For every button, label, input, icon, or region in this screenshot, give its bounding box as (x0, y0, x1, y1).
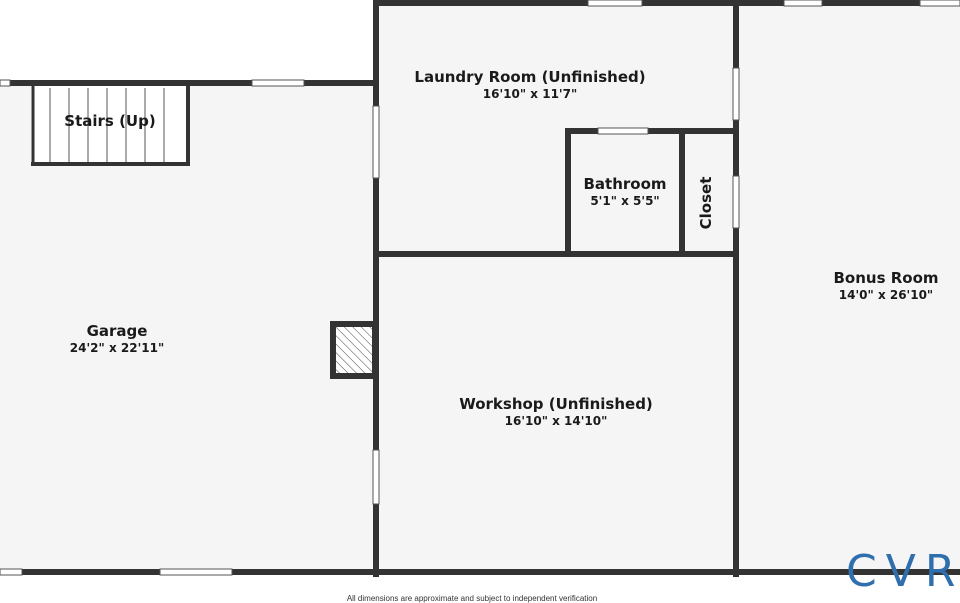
stairs-symbol (31, 84, 190, 166)
workshop-dims: 16'10" x 14'10" (504, 414, 608, 428)
garage-name: Garage (86, 322, 148, 340)
garage-dims: 24'2" x 22'11" (69, 341, 165, 355)
windows (0, 0, 960, 576)
garage-label: Garage 24'2" x 22'11" (70, 322, 164, 356)
window (0, 568, 23, 576)
bathroom-label: Bathroom 5'1" x 5'5" (583, 175, 666, 209)
laundry-room-label: Laundry Room (Unfinished) 16'10" x 11'7" (414, 68, 645, 102)
window (0, 79, 11, 87)
chimney-hatch (330, 321, 374, 379)
window (919, 0, 960, 7)
window (783, 0, 823, 7)
cvr-logo: CVR (846, 546, 960, 597)
window (597, 127, 649, 135)
workshop-floor (378, 254, 736, 572)
bathroom-dims: 5'1" x 5'5" (590, 194, 660, 208)
garage-floor (0, 86, 378, 572)
laundry-room-name: Laundry Room (Unfinished) (414, 68, 646, 86)
window (372, 449, 380, 505)
bonus-room-dims: 14'0" x 26'10" (838, 288, 934, 302)
window (587, 0, 643, 7)
window (251, 79, 305, 87)
window (732, 67, 740, 121)
laundry-room-dims: 16'10" x 11'7" (482, 87, 578, 101)
bonus-room-label: Bonus Room 14'0" x 26'10" (833, 269, 938, 303)
bonus-room-floor (736, 6, 960, 572)
window (159, 568, 233, 576)
walls (0, 0, 960, 577)
stairs-name: Stairs (Up) (64, 112, 156, 130)
workshop-name: Workshop (Unfinished) (459, 395, 653, 413)
closet-label: Closet (697, 176, 715, 230)
workshop-label: Workshop (Unfinished) 16'10" x 14'10" (459, 395, 653, 429)
bathroom-name: Bathroom (583, 175, 667, 193)
bonus-room-name: Bonus Room (833, 269, 939, 287)
disclaimer-text: All dimensions are approximate and subje… (346, 594, 598, 603)
window (372, 105, 380, 179)
stairs-label: Stairs (Up) (64, 112, 155, 130)
window (732, 175, 740, 229)
